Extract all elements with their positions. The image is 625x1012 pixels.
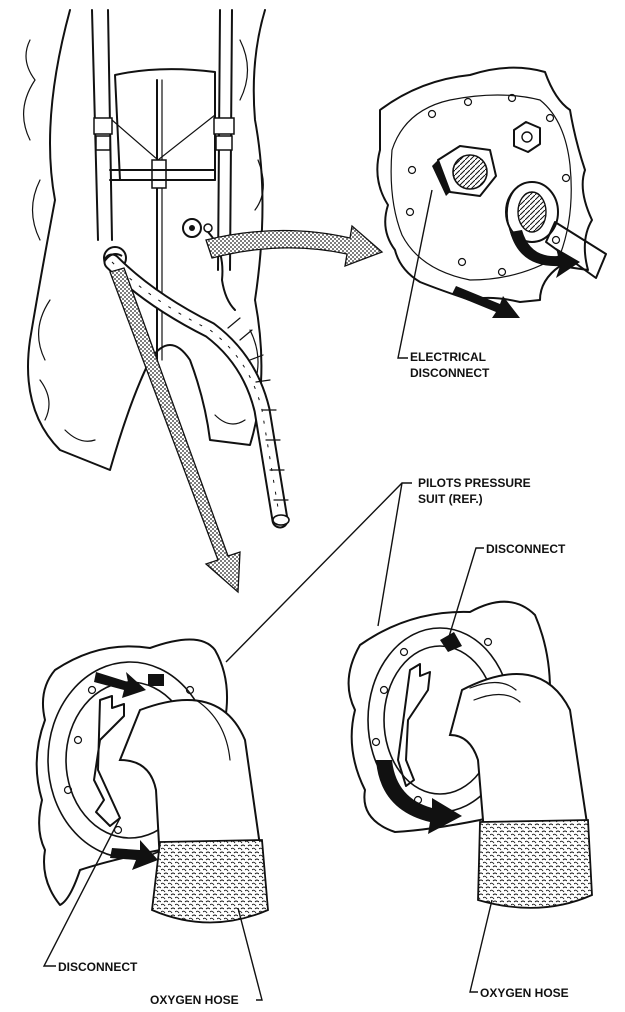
label-electrical-line1: ELECTRICAL bbox=[410, 350, 486, 364]
label-oxygen-hose-left: OXYGEN HOSE bbox=[150, 993, 239, 1007]
label-pressure-suit-line1: PILOTS PRESSURE bbox=[418, 476, 531, 490]
oxygen-hose-left-leader bbox=[238, 908, 262, 1000]
label-disconnect-left: DISCONNECT bbox=[58, 960, 138, 974]
disconnect-right-leader bbox=[448, 548, 484, 640]
label-oxygen-hose-right: OXYGEN HOSE bbox=[480, 986, 569, 1000]
electrical-disconnect-leader bbox=[398, 190, 432, 358]
label-electrical-line2: DISCONNECT bbox=[410, 366, 490, 380]
pilot-torso-view bbox=[24, 10, 289, 525]
oxygen-disconnect-detail-right bbox=[349, 602, 592, 908]
oxygen-hose-right-leader bbox=[470, 900, 492, 992]
label-pressure-suit-line2: SUIT (REF.) bbox=[418, 492, 483, 506]
electrical-disconnect-detail bbox=[377, 68, 606, 318]
pointer-arrow-to-electrical-detail bbox=[206, 226, 382, 266]
label-disconnect-right: DISCONNECT bbox=[486, 542, 566, 556]
oxygen-disconnect-detail-left bbox=[37, 639, 268, 922]
pressure-suit-leader-left bbox=[226, 483, 412, 662]
